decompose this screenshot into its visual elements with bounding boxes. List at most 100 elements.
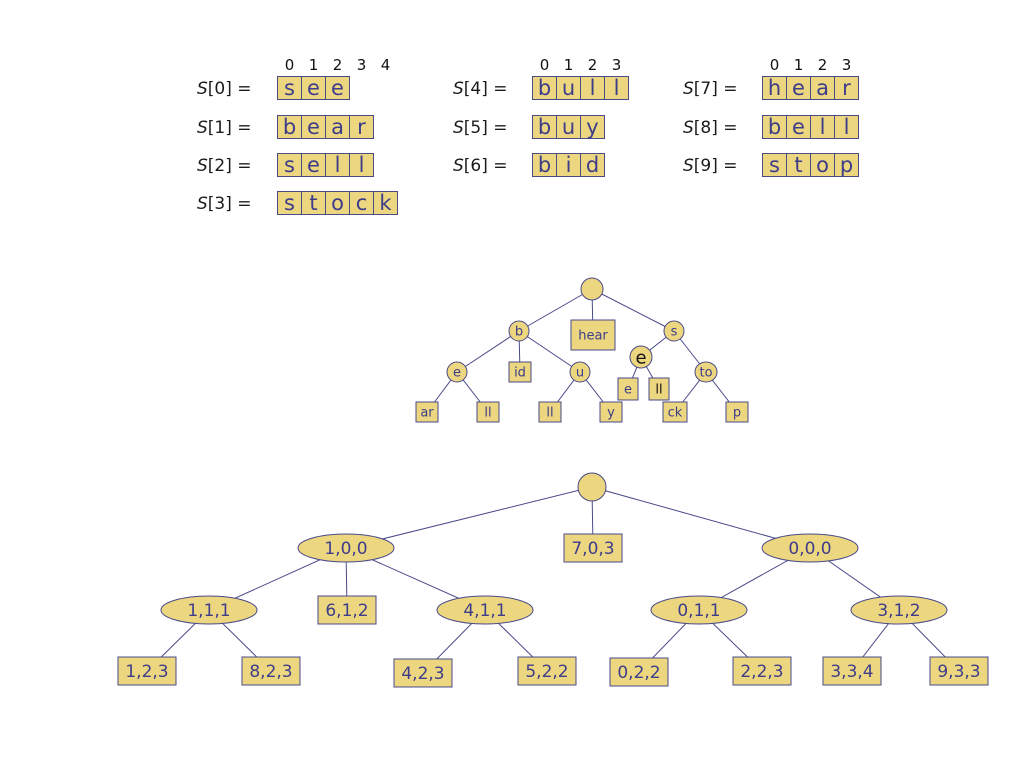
array-label: S[7] = xyxy=(683,79,738,99)
node-shape xyxy=(538,401,562,423)
tree-node: s xyxy=(663,320,685,342)
tree-edge xyxy=(640,356,660,390)
tree-node: ll xyxy=(476,401,500,423)
char-cell: s xyxy=(277,76,302,100)
char-cell: s xyxy=(277,191,302,215)
node-label: hear xyxy=(578,329,608,344)
tree-node: id xyxy=(508,361,532,383)
node-label: e xyxy=(635,347,646,368)
index-number: 2 xyxy=(332,56,343,74)
node-shape xyxy=(648,377,670,401)
tree-node: ar xyxy=(415,401,439,423)
node-shape xyxy=(732,656,792,686)
tree-node: 5,2,2 xyxy=(517,656,577,686)
node-label: e xyxy=(453,366,461,381)
tree-edge xyxy=(146,609,210,672)
tree-node: 6,1,2 xyxy=(317,595,377,625)
tree-node: 9,3,3 xyxy=(929,656,989,686)
char-cell: u xyxy=(556,76,581,100)
node-shape xyxy=(929,656,989,686)
node-label: id xyxy=(514,366,526,381)
char-cell: h xyxy=(762,76,787,100)
index-number: 1 xyxy=(563,56,574,74)
node-shape xyxy=(241,656,301,686)
node-label: 3,3,4 xyxy=(830,662,873,682)
char-cell: b xyxy=(762,115,787,139)
node-shape xyxy=(508,320,530,342)
tree-edge xyxy=(518,288,593,332)
index-number: 3 xyxy=(611,56,622,74)
node-label: e xyxy=(624,383,632,398)
node-shape xyxy=(629,345,653,369)
tree-edge xyxy=(698,609,763,672)
tree-node: e xyxy=(617,377,639,401)
char-cell: b xyxy=(277,115,302,139)
index-number: 1 xyxy=(793,56,804,74)
node-label: 1,1,1 xyxy=(187,601,230,621)
node-label: s xyxy=(671,325,678,340)
tree-edge xyxy=(579,371,612,413)
tree-node: 0,2,2 xyxy=(609,657,669,687)
array-label: S[4] = xyxy=(453,79,508,99)
char-cell: e xyxy=(301,153,326,177)
node-label: b xyxy=(515,325,523,340)
char-cell: b xyxy=(532,115,557,139)
node-shape xyxy=(850,595,948,625)
node-label: ck xyxy=(668,406,683,421)
tree-edge xyxy=(422,609,486,674)
node-label: 2,2,3 xyxy=(740,662,783,682)
node-shape xyxy=(599,401,623,423)
index-number: 3 xyxy=(356,56,367,74)
node-shape xyxy=(609,657,669,687)
node-shape xyxy=(436,595,534,625)
node-shape xyxy=(577,472,607,502)
char-cell: o xyxy=(325,191,350,215)
node-shape xyxy=(570,319,616,351)
node-label: 6,1,2 xyxy=(325,601,368,621)
array-label: S[9] = xyxy=(683,156,738,176)
tree-node: p xyxy=(725,401,749,423)
char-cell: t xyxy=(786,153,811,177)
char-cell: y xyxy=(580,115,605,139)
array-label: S[8] = xyxy=(683,118,738,138)
index-number: 4 xyxy=(380,56,391,74)
index-number: 1 xyxy=(308,56,319,74)
char-cell: o xyxy=(810,153,835,177)
array-label: S[3] = xyxy=(197,194,252,214)
char-cell: u xyxy=(556,115,581,139)
char-cell: b xyxy=(532,153,557,177)
char-cell: r xyxy=(349,115,374,139)
char-cell: e xyxy=(325,76,350,100)
array-label: S[1] = xyxy=(197,118,252,138)
node-label: 3,1,2 xyxy=(877,601,920,621)
char-cell: a xyxy=(810,76,835,100)
tree-edge xyxy=(345,547,348,611)
char-cell: l xyxy=(810,115,835,139)
char-cell: l xyxy=(834,115,859,139)
node-shape xyxy=(694,361,718,383)
node-shape xyxy=(160,595,258,625)
node-label: 5,2,2 xyxy=(525,662,568,682)
char-cell: k xyxy=(373,191,398,215)
tree-edge xyxy=(698,547,811,611)
char-cell: t xyxy=(301,191,326,215)
tree-edge xyxy=(484,609,548,672)
char-cell: c xyxy=(349,191,374,215)
tree-edge xyxy=(518,330,521,373)
char-cell: p xyxy=(834,153,859,177)
tree-node: 7,0,3 xyxy=(563,533,623,563)
tree-edge xyxy=(898,609,960,672)
tree-edge xyxy=(208,547,347,611)
tree-node: e xyxy=(446,361,468,383)
char-cell: i xyxy=(556,153,581,177)
node-label: to xyxy=(699,366,712,381)
node-label: p xyxy=(733,406,741,421)
char-cell: r xyxy=(834,76,859,100)
